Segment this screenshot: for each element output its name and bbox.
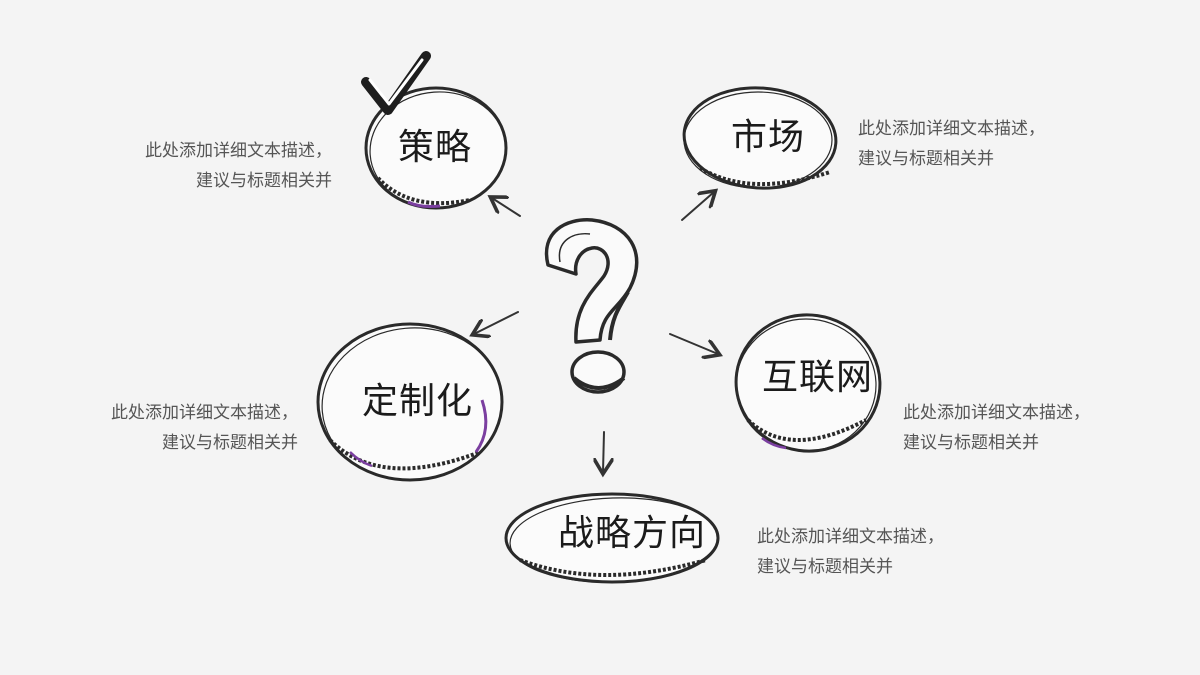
market-description: 此处添加详细文本描述， 建议与标题相关并 <box>858 114 1045 174</box>
custom-bubble <box>316 322 504 482</box>
strategy-label: 策略 <box>398 127 473 168</box>
arrow-to-strategy <box>492 198 521 217</box>
strategy-description: 此处添加详细文本描述， 建议与标题相关并 <box>145 136 332 196</box>
direction-description: 此处添加详细文本描述， 建议与标题相关并 <box>757 522 944 582</box>
direction-desc-line1: 此处添加详细文本描述， <box>757 527 944 547</box>
custom-desc-line2: 建议与标题相关并 <box>162 433 298 453</box>
arrow-to-custom <box>474 311 519 334</box>
custom-description: 此处添加详细文本描述， 建议与标题相关并 <box>111 398 298 458</box>
strategy-bubble <box>364 86 508 210</box>
internet-bubble <box>734 313 882 453</box>
market-label: 市场 <box>731 117 806 158</box>
direction-desc-line2: 建议与标题相关并 <box>757 557 893 577</box>
direction-bubble <box>504 492 720 584</box>
internet-description: 此处添加详细文本描述， 建议与标题相关并 <box>903 398 1090 458</box>
market-bubble <box>682 86 838 190</box>
custom-label: 定制化 <box>362 381 474 422</box>
arrow-to-direction <box>603 431 604 472</box>
arrows <box>474 192 718 472</box>
strategy-desc-line1: 此处添加详细文本描述， <box>145 141 332 161</box>
arrow-to-market <box>681 192 714 221</box>
market-desc-line1: 此处添加详细文本描述， <box>858 119 1045 139</box>
direction-label: 战略方向 <box>558 513 707 554</box>
internet-desc-line2: 建议与标题相关并 <box>903 433 1039 453</box>
market-desc-line2: 建议与标题相关并 <box>858 149 994 169</box>
internet-label: 互联网 <box>762 357 874 398</box>
arrow-to-internet <box>669 333 718 354</box>
question-mark-icon <box>544 218 639 394</box>
checkmark-icon <box>361 51 431 115</box>
strategy-desc-line2: 建议与标题相关并 <box>196 171 332 191</box>
internet-desc-line1: 此处添加详细文本描述， <box>903 403 1090 423</box>
custom-desc-line1: 此处添加详细文本描述， <box>111 403 298 423</box>
